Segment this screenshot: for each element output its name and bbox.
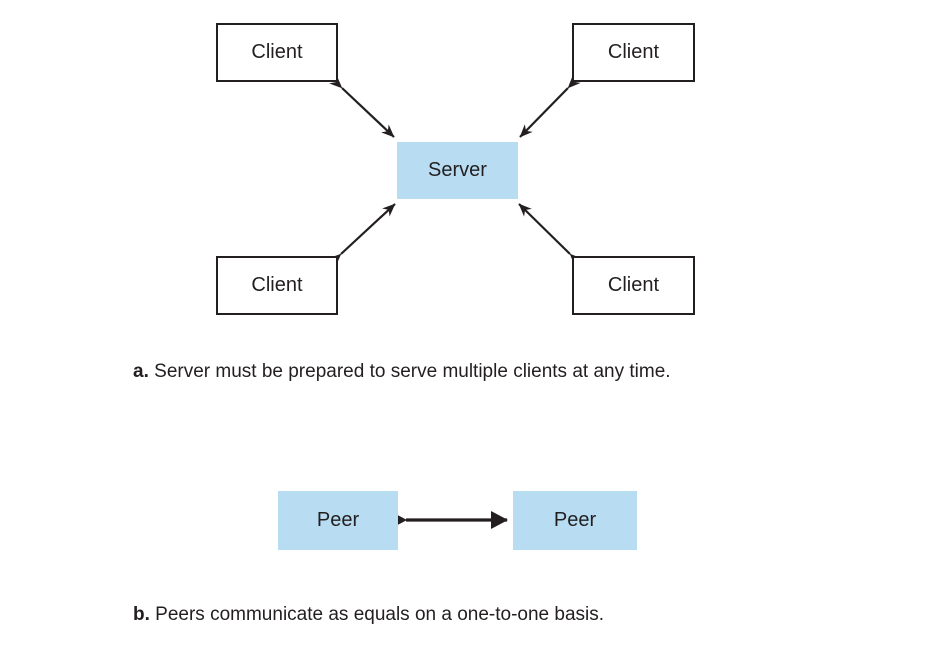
client-box-top-left: Client bbox=[216, 23, 338, 82]
caption-b-prefix: b. bbox=[133, 604, 150, 625]
client-label: Client bbox=[251, 274, 303, 296]
server-box: Server bbox=[397, 142, 518, 199]
arrow-client-topleft-server bbox=[329, 75, 395, 138]
arrow-client-bottomleft-server bbox=[328, 203, 396, 267]
caption-a: a. Server must be prepared to serve mult… bbox=[133, 360, 671, 384]
client-label: Client bbox=[607, 274, 660, 296]
peer-label: Peer bbox=[553, 509, 597, 531]
caption-b: b. Peers communicate as equals on a one-… bbox=[133, 603, 604, 627]
client-box-top-right: Client bbox=[572, 23, 695, 82]
arrow-client-topright-server bbox=[519, 75, 581, 138]
peer-box-right: Peer bbox=[513, 491, 637, 550]
client-label: Client bbox=[251, 41, 303, 63]
peer-box-left: Peer bbox=[278, 491, 398, 550]
caption-a-text: Server must be prepared to serve multipl… bbox=[154, 361, 671, 382]
peer-label: Peer bbox=[316, 509, 360, 531]
caption-b-text: Peers communicate as equals on a one-to-… bbox=[155, 604, 605, 625]
client-box-bottom-right: Client bbox=[572, 256, 695, 315]
client-box-bottom-left: Client bbox=[216, 256, 338, 315]
arrow-client-bottomright-server bbox=[518, 203, 583, 267]
client-label: Client bbox=[607, 41, 660, 63]
caption-a-prefix: a. bbox=[133, 361, 149, 382]
server-label: Server bbox=[428, 159, 487, 181]
